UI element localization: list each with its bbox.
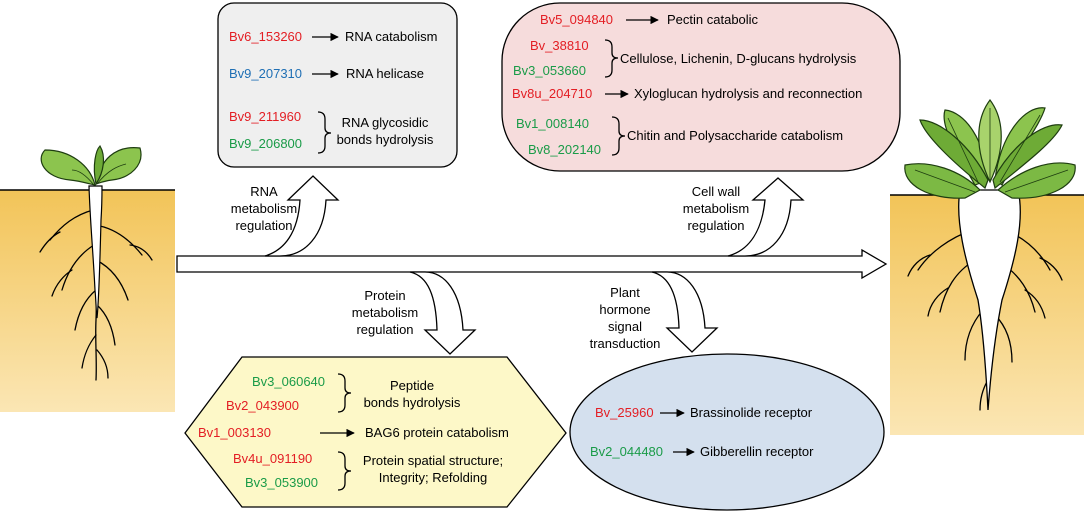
main-arrow-body [176,248,888,280]
hormone-label-line3: signal [608,319,642,334]
gene-bv2-043900: Bv2_043900 [226,398,299,413]
cell-wall-branch-arrow [727,177,805,257]
hormone-label-line2: hormone [599,302,650,317]
hormone-branch-arrow [651,271,719,353]
label-protein-metabolism-regulation: Protein metabolism regulation [352,288,418,337]
gene-bv5-094840: Bv5_094840 [540,12,613,27]
cellwall-label-line3: regulation [687,218,744,233]
rna-label-line2: metabolism [231,201,297,216]
young-beet-seedling-illustration [0,145,175,412]
function-rna-helicase: RNA helicase [346,66,424,81]
function-bag6-catabolism: BAG6 protein catabolism [365,425,509,440]
function-cellulose-hydrolysis: Cellulose, Lichenin, D-glucans hydrolysi… [620,51,857,66]
rna-label-line3: regulation [235,218,292,233]
function-peptide-line1: Peptide [390,378,434,393]
function-protein-structure-line1: Protein spatial structure; [363,453,503,468]
gene-bv-25960: Bv_25960 [595,405,654,420]
gene-bv1-008140: Bv1_008140 [516,116,589,131]
gene-bv3-053660: Bv3_053660 [513,63,586,78]
cellwall-label-line1: Cell wall [692,184,741,199]
gene-bv3-053900: Bv3_053900 [245,475,318,490]
function-peptide-line2: bonds hydrolysis [364,395,461,410]
mature-beet-plant-illustration [890,98,1084,435]
function-gibberellin-receptor: Gibberellin receptor [700,444,814,459]
protein-label-line3: regulation [356,322,413,337]
gene-bv9-207310: Bv9_207310 [229,66,302,81]
label-cell-wall-metabolism-regulation: Cell wall metabolism regulation [683,184,749,233]
function-pectin-catabolic: Pectin catabolic [667,12,759,27]
function-rna-glycosidic-line2: bonds hydrolysis [337,132,434,147]
function-chitin-catabolism: Chitin and Polysaccharide catabolism [627,128,843,143]
label-plant-hormone-signal-transduction: Plant hormone signal transduction [590,285,661,351]
gene-bv9-206800: Bv9_206800 [229,136,302,151]
cellwall-label-line2: metabolism [683,201,749,216]
gene-bv8u-204710: Bv8u_204710 [512,86,592,101]
hormone-label-line1: Plant [610,285,640,300]
gene-bv9-211960: Bv9_211960 [229,109,301,124]
gene-bv6-153260: Bv6_153260 [229,29,302,44]
function-rna-glycosidic-line1: RNA glycosidic [342,115,429,130]
protein-branch-arrow [409,271,477,355]
gene-bv2-044480: Bv2_044480 [590,444,663,459]
function-protein-structure-line2: Integrity; Refolding [379,470,487,485]
function-xyloglucan-hydrolysis: Xyloglucan hydrolysis and reconnection [634,86,862,101]
soil-left [0,190,175,412]
rna-branch-arrow [264,175,340,257]
gene-bv8-202140: Bv8_202140 [528,142,601,157]
rna-metabolism-box: Bv6_153260 RNA catabolism Bv9_207310 RNA… [217,2,458,168]
label-rna-metabolism-regulation: RNA metabolism regulation [231,184,297,233]
protein-label-line1: Protein [364,288,405,303]
gene-bv1-003130: Bv1_003130 [198,425,271,440]
gene-bv4u-091190: Bv4u_091190 [233,451,312,466]
plant-hormone-box: Bv_25960 Brassinolide receptor Bv2_04448… [569,353,885,511]
cell-wall-metabolism-box: Bv5_094840 Pectin catabolic Bv_38810 Bv3… [501,2,901,172]
protein-label-line2: metabolism [352,305,418,320]
rna-label-line1: RNA [250,184,278,199]
function-rna-catabolism: RNA catabolism [345,29,437,44]
gene-bv-38810: Bv_38810 [530,38,589,53]
function-brassinolide-receptor: Brassinolide receptor [690,405,813,420]
gene-bv3-060640: Bv3_060640 [252,374,325,389]
protein-metabolism-box: Bv3_060640 Bv2_043900 Peptide bonds hydr… [184,356,567,508]
hormone-label-line4: transduction [590,336,661,351]
